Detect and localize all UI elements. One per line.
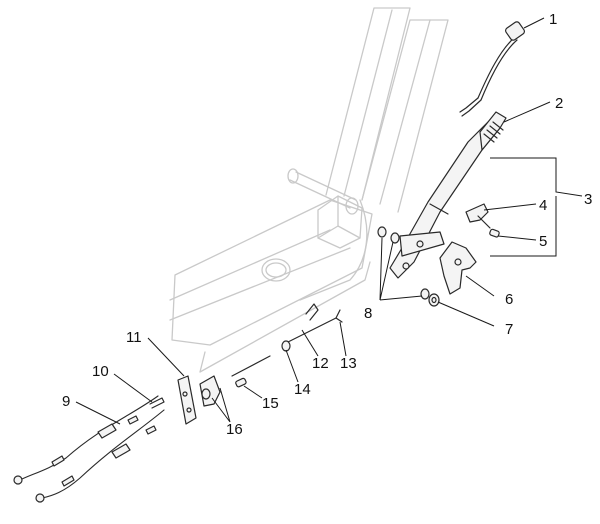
callout-10: 10 [92, 363, 109, 380]
callout-12: 12 [312, 355, 329, 372]
part-16-clamp [199, 375, 221, 407]
part-8-washers [377, 226, 430, 300]
part-15-pin [235, 377, 247, 388]
callout-15: 15 [262, 395, 279, 412]
callout-7: 7 [505, 321, 513, 338]
callout-1: 1 [549, 11, 557, 28]
callout-13: 13 [340, 355, 357, 372]
callout-11: 11 [126, 329, 142, 346]
callout-9: 9 [62, 393, 70, 410]
part-14-rod [231, 340, 291, 377]
part-7-washer [428, 293, 440, 307]
part-5-screw [489, 228, 500, 238]
part-10-clip [149, 397, 165, 409]
callout-14: 14 [294, 381, 311, 398]
callout-8: 8 [364, 305, 372, 322]
part-1-rod [459, 21, 525, 117]
leader-lines [75, 17, 583, 425]
callout-3: 3 [584, 191, 592, 208]
callout-labels: 1 2 3 4 5 6 7 8 9 10 11 12 13 14 15 16 [62, 11, 592, 438]
part-12-13-link [283, 303, 343, 345]
part-6-cam-plate [439, 241, 477, 295]
callout-16: 16 [226, 421, 243, 438]
callout-6: 6 [505, 291, 513, 308]
callout-4: 4 [539, 197, 547, 214]
callout-5: 5 [539, 233, 547, 250]
handle-frame-outline [169, 7, 449, 373]
callout-2: 2 [555, 95, 563, 112]
part-9-cables [13, 395, 165, 503]
part-2-lever-assembly [389, 111, 507, 279]
part-11-bracket [177, 375, 197, 425]
part-4-knob [465, 203, 491, 229]
